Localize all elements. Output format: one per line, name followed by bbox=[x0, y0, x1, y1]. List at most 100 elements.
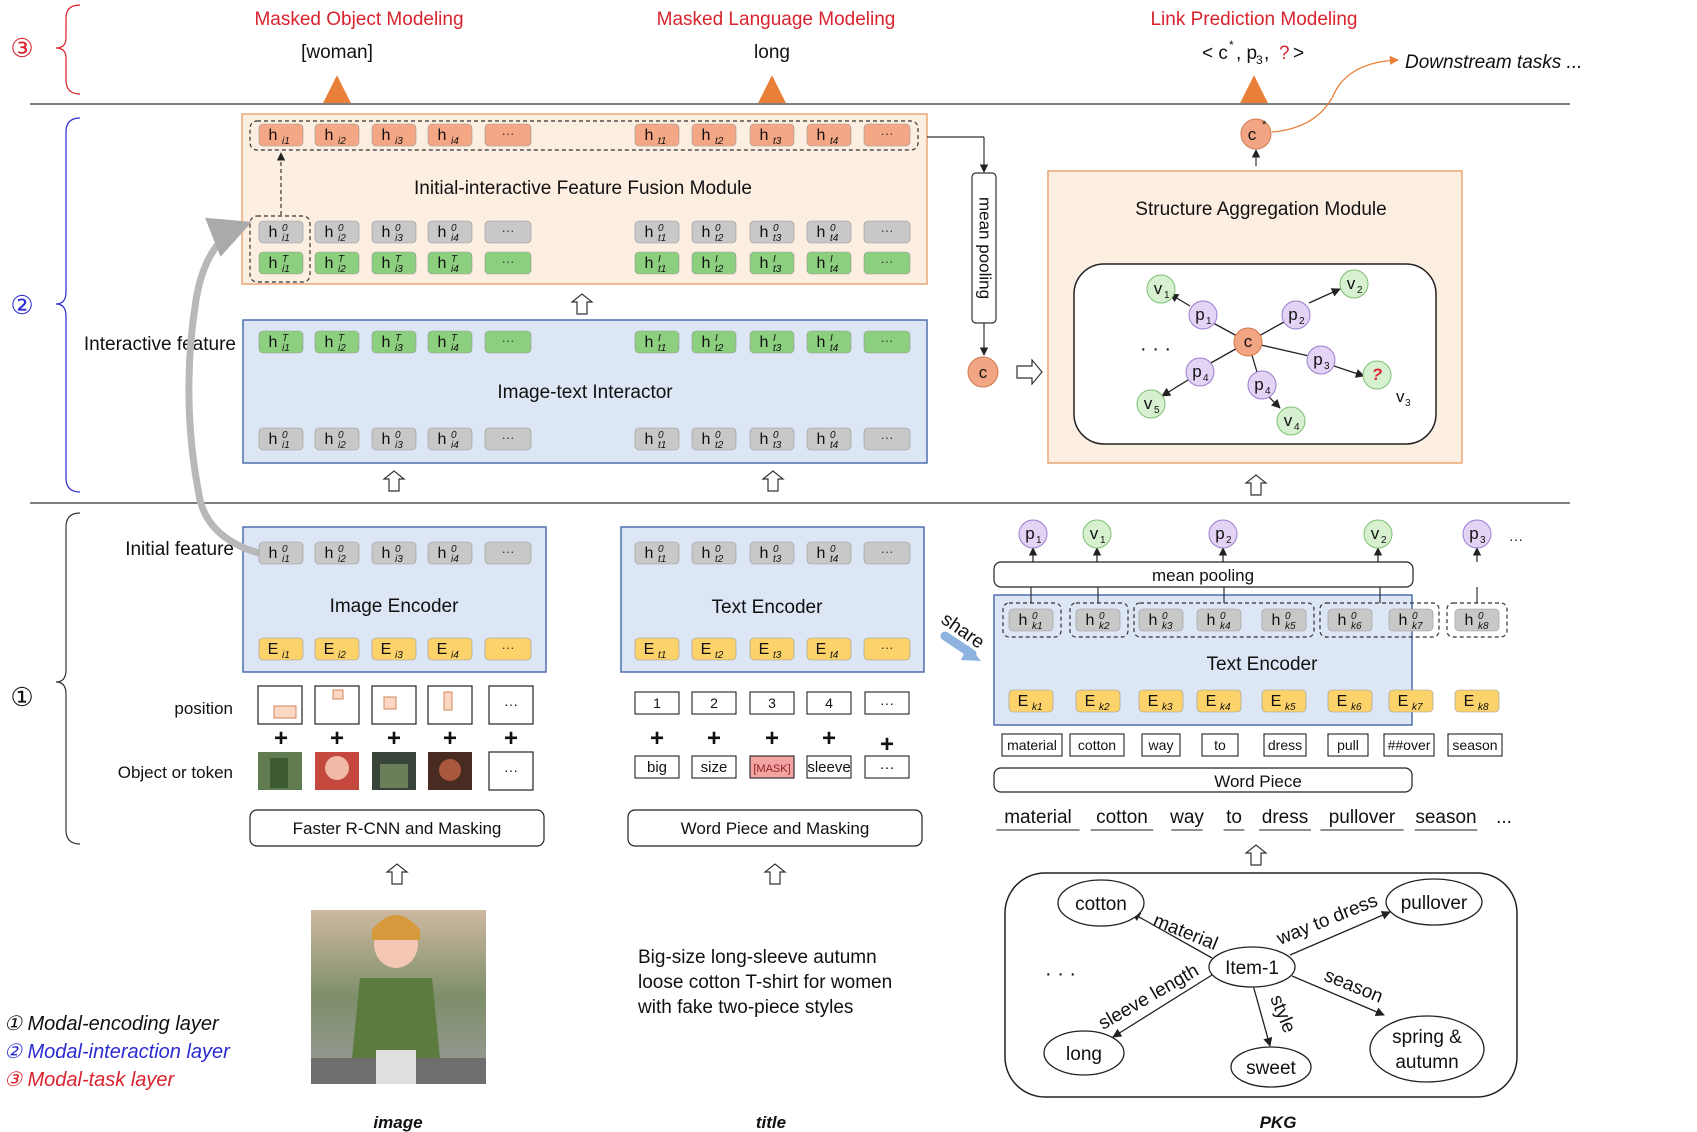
pkg-token-label-3: way bbox=[1148, 737, 1174, 753]
svg-text:k2: k2 bbox=[1099, 702, 1110, 713]
svg-text:k3: k3 bbox=[1162, 702, 1173, 713]
svg-text:t3: t3 bbox=[773, 554, 782, 565]
svg-text:h: h bbox=[645, 127, 654, 144]
svg-text:···: ··· bbox=[502, 126, 515, 141]
svg-text:+: + bbox=[707, 725, 721, 752]
svg-text:h: h bbox=[325, 545, 334, 562]
word-piece-masking-label: Word Piece and Masking bbox=[681, 819, 870, 838]
svg-text:i3: i3 bbox=[395, 650, 403, 661]
svg-text:0: 0 bbox=[830, 223, 836, 234]
fusion-output-image-hidden-5: ··· bbox=[484, 123, 532, 147]
text-token-label-2: size bbox=[701, 759, 728, 776]
title-line-3: with fake two-piece styles bbox=[637, 997, 853, 1018]
pkg-graph-edges bbox=[1112, 911, 1391, 1047]
svg-text:···: ··· bbox=[504, 762, 518, 778]
svg-text:2: 2 bbox=[1381, 535, 1387, 546]
svg-text:h: h bbox=[438, 127, 447, 144]
svg-text:t3: t3 bbox=[773, 233, 782, 244]
svg-text:I: I bbox=[830, 254, 833, 265]
svg-text:t2: t2 bbox=[715, 264, 724, 275]
svg-text:3: 3 bbox=[1256, 53, 1263, 67]
pkg-node-spring-label: spring & bbox=[1392, 1027, 1462, 1048]
fusion-output-text-hidden-5: ··· bbox=[863, 123, 911, 147]
svg-text:h: h bbox=[382, 224, 391, 241]
svg-text:t3: t3 bbox=[773, 343, 782, 354]
svg-text:h: h bbox=[1465, 612, 1474, 629]
svg-text:i3: i3 bbox=[395, 233, 403, 244]
text-token-box-1 bbox=[634, 755, 680, 779]
svg-text:···: ··· bbox=[881, 640, 894, 655]
svg-text:k2: k2 bbox=[1099, 621, 1110, 632]
svg-text:+: + bbox=[330, 725, 344, 752]
layer-marker-task: ③ bbox=[10, 33, 33, 63]
svg-text:i1: i1 bbox=[282, 440, 290, 451]
svg-text:0: 0 bbox=[773, 223, 779, 234]
star-graph-ellipsis: · · · bbox=[1140, 338, 1171, 360]
interactor-output-image-hidden-5: ··· bbox=[484, 330, 532, 354]
svg-text:0: 0 bbox=[715, 544, 721, 555]
svg-text:h: h bbox=[438, 431, 447, 448]
pkg-word-7: season bbox=[1415, 807, 1476, 828]
svg-text:E: E bbox=[759, 641, 770, 658]
star-node-c: c bbox=[1233, 327, 1263, 357]
svg-text:i1: i1 bbox=[282, 343, 290, 354]
svg-text:v: v bbox=[1154, 279, 1163, 298]
svg-text:i4: i4 bbox=[451, 343, 459, 354]
pkg-token-box-2 bbox=[1069, 733, 1125, 757]
pkg-token-label-6: pull bbox=[1337, 737, 1359, 753]
svg-text:+: + bbox=[274, 725, 288, 752]
svg-text:0: 0 bbox=[1478, 611, 1484, 622]
pkg-word-8: ... bbox=[1496, 807, 1512, 828]
pkg-node-cotton-label: cotton bbox=[1075, 894, 1127, 915]
pkg-token-label-1: material bbox=[1007, 737, 1057, 753]
layer-marker-encoding: ① bbox=[10, 682, 33, 712]
svg-text:h: h bbox=[382, 255, 391, 272]
initial-feature-skip-arrow bbox=[185, 217, 266, 558]
svg-text:0: 0 bbox=[658, 544, 664, 555]
svg-text:t3: t3 bbox=[773, 440, 782, 451]
svg-text:h: h bbox=[760, 431, 769, 448]
svg-text:v: v bbox=[1396, 387, 1405, 406]
pkg-node-pullover bbox=[1385, 878, 1483, 926]
svg-text:t4: t4 bbox=[830, 343, 839, 354]
svg-text:T: T bbox=[451, 254, 458, 265]
svg-text:t1: t1 bbox=[658, 343, 666, 354]
svg-text:c: c bbox=[979, 363, 988, 382]
svg-text:v: v bbox=[1284, 411, 1293, 430]
svg-text:i2: i2 bbox=[338, 264, 346, 275]
svg-text:E: E bbox=[1085, 693, 1096, 710]
text-token-box-5 bbox=[864, 755, 910, 779]
pkg-word-2: cotton bbox=[1096, 807, 1148, 828]
svg-text:0: 0 bbox=[338, 430, 344, 441]
text-position-label-5: ··· bbox=[880, 695, 894, 711]
pkg-node-long-label: long bbox=[1066, 1044, 1102, 1065]
svg-text:h: h bbox=[269, 334, 278, 351]
svg-text:T: T bbox=[451, 333, 458, 344]
svg-text:2: 2 bbox=[1357, 285, 1363, 296]
image-encoder-hidden-5: ··· bbox=[484, 541, 532, 565]
